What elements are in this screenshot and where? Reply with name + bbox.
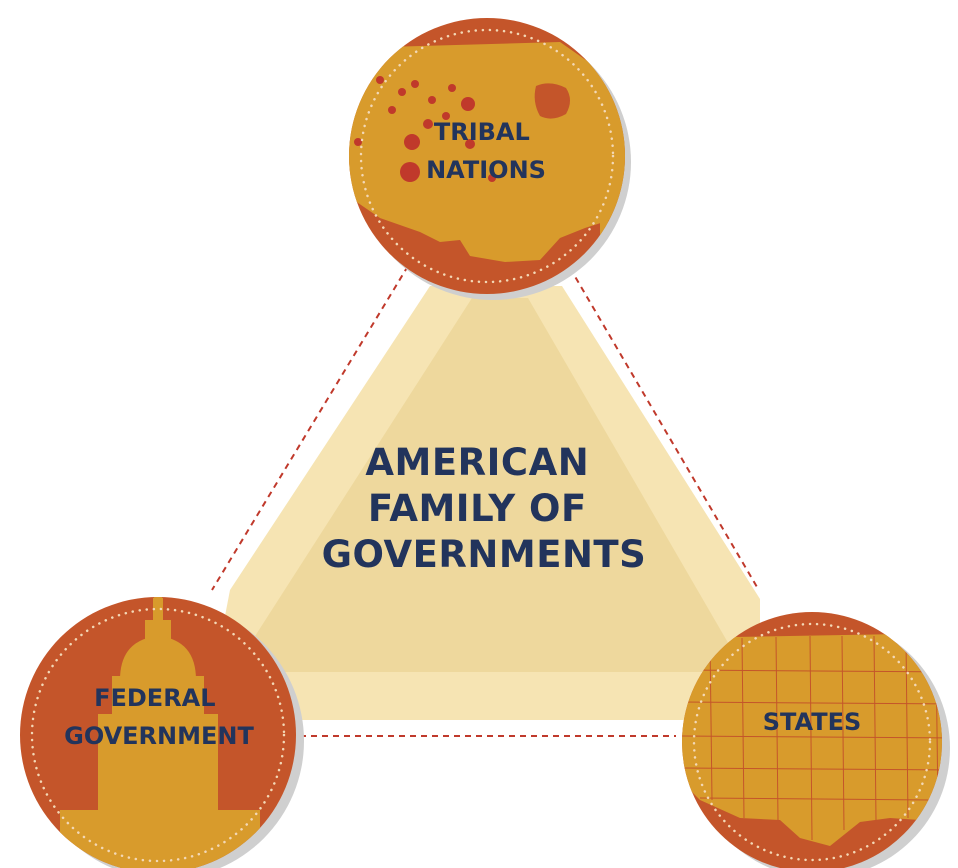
dome-cupola: [120, 636, 196, 680]
us-map-shape: [682, 634, 942, 846]
reservation-dot: [461, 97, 475, 111]
reservation-dot: [448, 84, 456, 92]
tribal-nations-node: TRIBAL NATIONS: [349, 18, 631, 300]
federal-government-line-2: GOVERNMENT: [64, 722, 254, 750]
reservation-dot: [411, 80, 419, 88]
reservation-dot: [442, 112, 450, 120]
dome-spire: [153, 598, 163, 624]
federal-government-line-1: FEDERAL: [94, 684, 215, 712]
reservation-dot: [404, 134, 420, 150]
center-title-line-2: FAMILY OF: [368, 487, 587, 530]
reservation-dot: [488, 174, 496, 182]
triangle-inner: [232, 298, 745, 672]
reservation-dot: [428, 96, 436, 104]
center-title: AMERICAN FAMILY OF GOVERNMENTS: [322, 441, 647, 576]
reservation-dot: [400, 162, 420, 182]
connector-tribal-states: [569, 267, 758, 588]
tribal-nations-label: TRIBAL NATIONS: [426, 118, 546, 184]
connector-tribal-federal: [211, 265, 409, 591]
dome-base: [98, 714, 218, 814]
reservation-dot: [354, 138, 362, 146]
federal-government-node: FEDERAL GOVERNMENT: [20, 597, 304, 868]
coin-dotted-border: [692, 622, 932, 862]
tribal-nations-line-2: NATIONS: [426, 156, 546, 184]
capitol-dome-icon: [60, 597, 260, 868]
central-triangle: [205, 286, 760, 720]
states-label: STATES: [763, 708, 862, 736]
states-node: STATES: [682, 612, 950, 868]
reservation-dot: [398, 88, 406, 96]
states-line-1: STATES: [763, 708, 862, 736]
reservation-dot: [376, 76, 384, 84]
reservation-dot: [423, 119, 433, 129]
dome-spire-tip: [153, 597, 163, 600]
dome-drum: [112, 676, 204, 716]
reservation-dot: [465, 139, 475, 149]
state-borders: [682, 635, 942, 841]
reservation-dot: [388, 106, 396, 114]
coin-dotted-border: [359, 28, 615, 284]
center-title-line-1: AMERICAN: [365, 441, 589, 484]
great-lakes-shape: [534, 83, 570, 119]
tribal-nations-line-1: TRIBAL: [434, 118, 530, 146]
center-title-line-3: GOVERNMENTS: [322, 533, 647, 576]
us-states-map-icon: [682, 634, 942, 846]
connectors: [211, 265, 758, 737]
federal-government-label: FEDERAL GOVERNMENT: [64, 684, 254, 750]
coin-dotted-border: [30, 607, 286, 863]
